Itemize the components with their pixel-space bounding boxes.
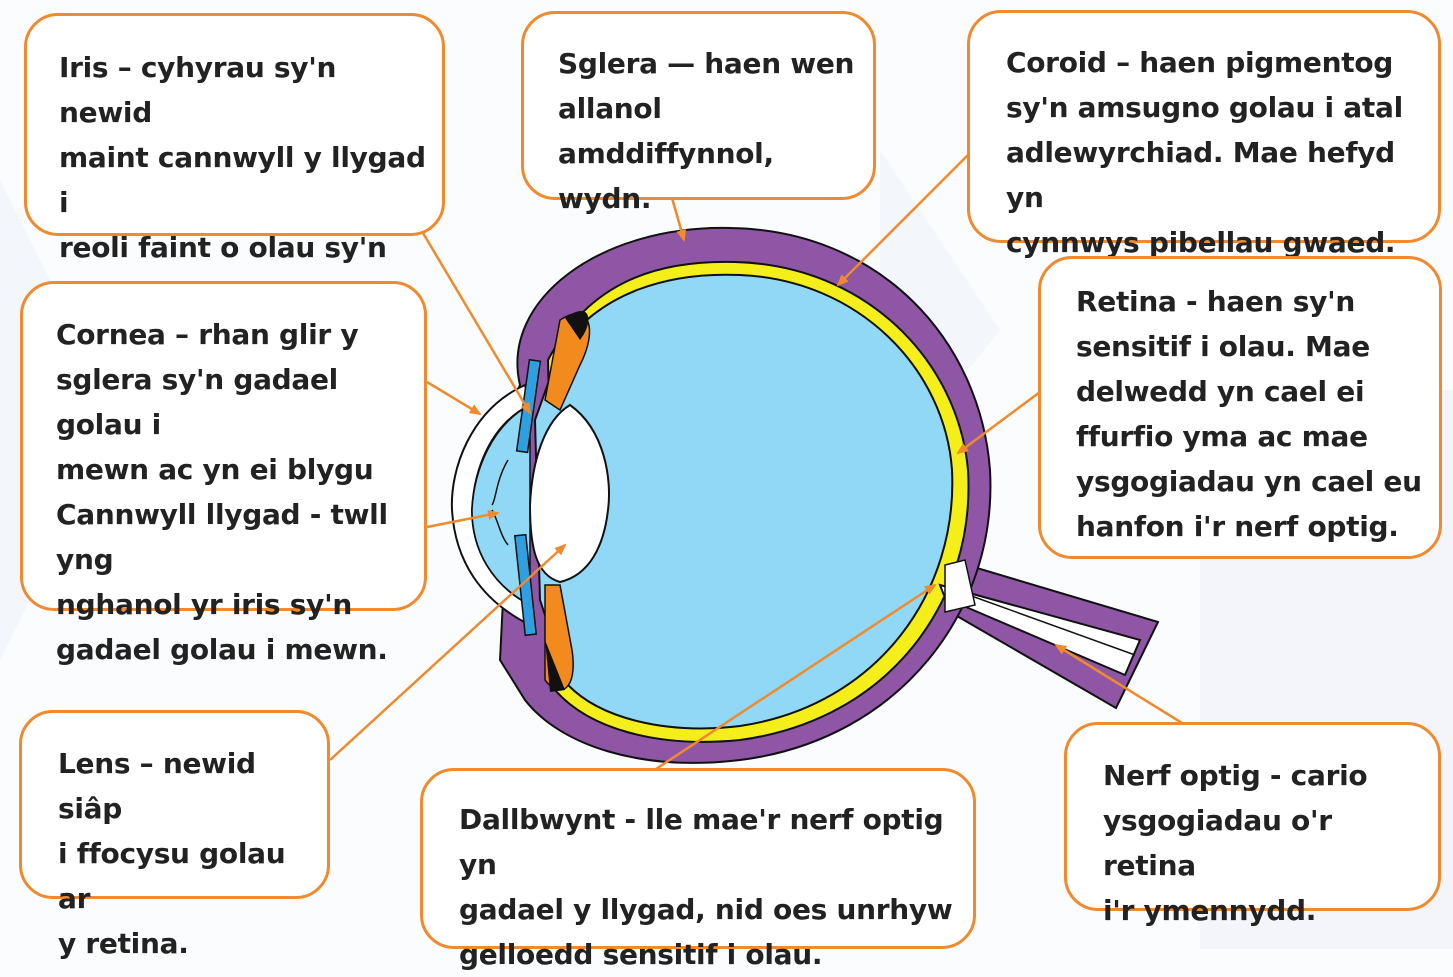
cornea-label: Cornea – rhan glir y sglera sy'n gadael … [20, 281, 427, 611]
choroid-label: Coroid – haen pigmentog sy'n amsugno gol… [967, 10, 1441, 243]
blindspot-label: Dallbwynt - lle mae'r nerf optig yn gada… [420, 768, 976, 949]
retina-label: Retina - haen sy'n sensitif i olau. Mae … [1038, 256, 1442, 559]
cornea-pointer [427, 382, 480, 414]
optic-nerve-label: Nerf optig - cario ysgogiadau o'r retina… [1064, 722, 1441, 911]
lens-label: Lens – newid siâp i ffocysu golau ar y r… [19, 710, 330, 899]
iris-pointer [420, 228, 530, 413]
iris-label: Iris – cyhyrau sy'n newid maint cannwyll… [24, 13, 445, 236]
sclera-label: Sglera — haen wen allanol amddiffynnol, … [521, 11, 876, 200]
